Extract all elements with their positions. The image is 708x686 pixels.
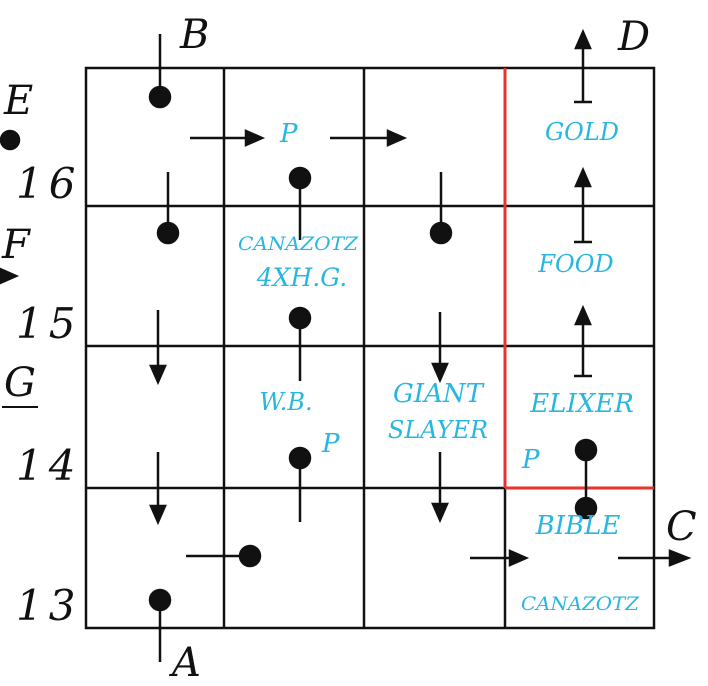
cell-labels: P GOLD CANAZOTZ 4XH.G. FOOD W.B. P GIANT… — [238, 118, 640, 615]
text-gold: GOLD — [545, 118, 619, 146]
dot — [429, 221, 453, 245]
dot — [288, 166, 312, 190]
label-f: F — [1, 222, 31, 268]
label-g: G — [4, 360, 36, 406]
arrow-right — [668, 549, 692, 567]
arrow-right — [0, 267, 20, 285]
text-giant: GIANT — [393, 379, 485, 409]
text-p-mid: P — [321, 429, 340, 459]
dot — [288, 306, 312, 330]
label-c: C — [666, 504, 697, 550]
text-slayer: SLAYER — [388, 416, 488, 444]
grid — [84, 66, 656, 630]
text-elixer: ELIXER — [529, 389, 634, 419]
arrows — [0, 28, 692, 567]
arrow-down — [149, 504, 167, 526]
arrow-up — [574, 28, 592, 50]
dot — [148, 85, 172, 109]
dot — [574, 438, 598, 462]
dot — [0, 129, 21, 151]
row-number-14: 14 — [16, 441, 81, 490]
label-e: E — [3, 78, 33, 124]
text-4xhg: 4XH.G. — [256, 263, 347, 292]
arrow-right — [244, 129, 266, 147]
text-food: FOOD — [537, 250, 613, 278]
dot — [574, 496, 598, 520]
arrow-right — [386, 129, 408, 147]
grid-border — [84, 66, 656, 630]
arrow-right — [508, 549, 530, 567]
text-bible: BIBLE — [535, 511, 621, 541]
label-d: D — [617, 14, 650, 60]
arrow-down — [431, 362, 449, 384]
dot — [156, 221, 180, 245]
arrow-up — [574, 304, 592, 326]
row-number-16: 16 — [16, 159, 81, 208]
text-canazotz-top: CANAZOTZ — [238, 233, 359, 255]
row-number-13: 13 — [16, 581, 81, 630]
text-p-top: P — [279, 119, 298, 149]
label-a: A — [168, 640, 201, 686]
dot — [238, 544, 262, 568]
row-number-15: 15 — [16, 299, 81, 348]
text-wb: W.B. — [259, 388, 312, 416]
text-p-right: P — [521, 445, 540, 475]
dot — [148, 588, 172, 612]
arrow-down — [431, 502, 449, 524]
highlight-path — [503, 68, 654, 490]
dot — [288, 446, 312, 470]
label-b: B — [179, 12, 209, 58]
arrow-up — [574, 166, 592, 188]
arrow-down — [149, 364, 167, 386]
dots — [0, 34, 598, 662]
text-canazotz-bottom: CANAZOTZ — [521, 593, 640, 615]
